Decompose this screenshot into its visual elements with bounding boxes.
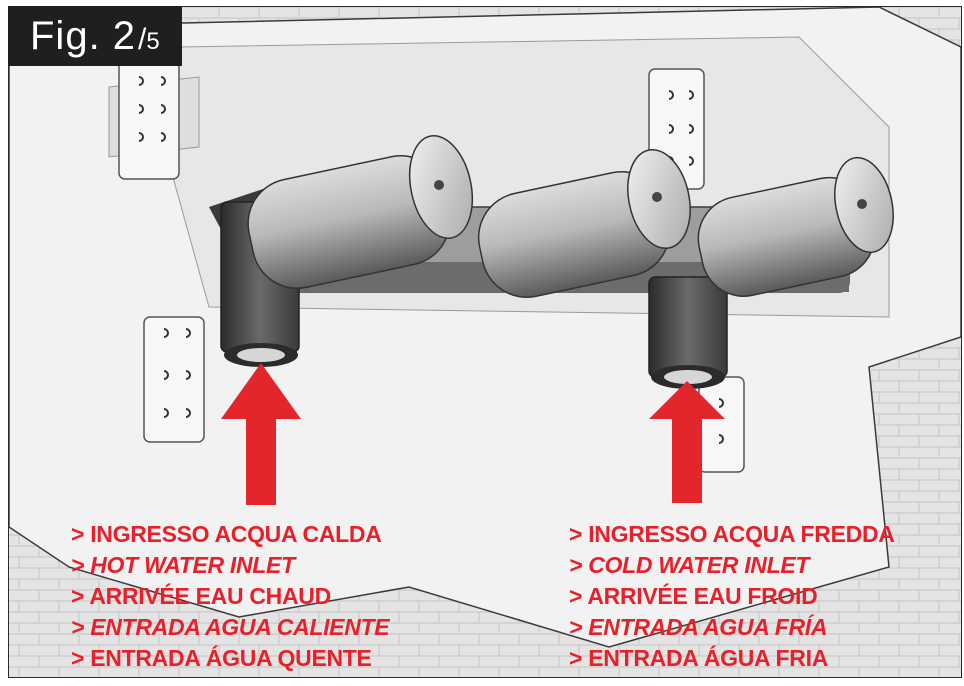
cold-label-en: > COLD WATER INLET <box>569 552 810 578</box>
figure-total: 5 <box>146 28 160 55</box>
cold-label-it: > INGRESSO ACQUA FREDDA <box>569 521 895 547</box>
cold-label-fr: > ARRIVÉE EAU FROID <box>569 583 818 609</box>
hot-label-es: > ENTRADA AGUA CALIENTE <box>71 614 390 640</box>
cold-label-es: > ENTRADA AGUA FRÍA <box>569 614 828 640</box>
figure-badge: Fig. 2 / 5 <box>8 6 182 66</box>
hot-water-labels: > INGRESSO ACQUA CALDA > HOT WATER INLET… <box>71 519 390 674</box>
figure-label: Fig. 2 <box>30 14 137 58</box>
hot-label-pt: > ENTRADA ÁGUA QUENTE <box>71 645 372 671</box>
cold-label-pt: > ENTRADA ÁGUA FRIA <box>569 645 829 671</box>
cold-water-labels: > INGRESSO ACQUA FREDDA > COLD WATER INL… <box>569 519 895 674</box>
cold-inlet-arrow <box>649 381 725 503</box>
hot-label-en: > HOT WATER INLET <box>71 552 295 578</box>
figure-separator: / <box>138 23 147 56</box>
hot-label-it: > INGRESSO ACQUA CALDA <box>71 521 382 547</box>
figure-frame: > INGRESSO ACQUA CALDA > HOT WATER INLET… <box>8 6 962 678</box>
hot-inlet-arrow <box>221 363 301 505</box>
valve-illustration <box>9 7 961 677</box>
hot-label-fr: > ARRIVÉE EAU CHAUD <box>71 583 331 609</box>
